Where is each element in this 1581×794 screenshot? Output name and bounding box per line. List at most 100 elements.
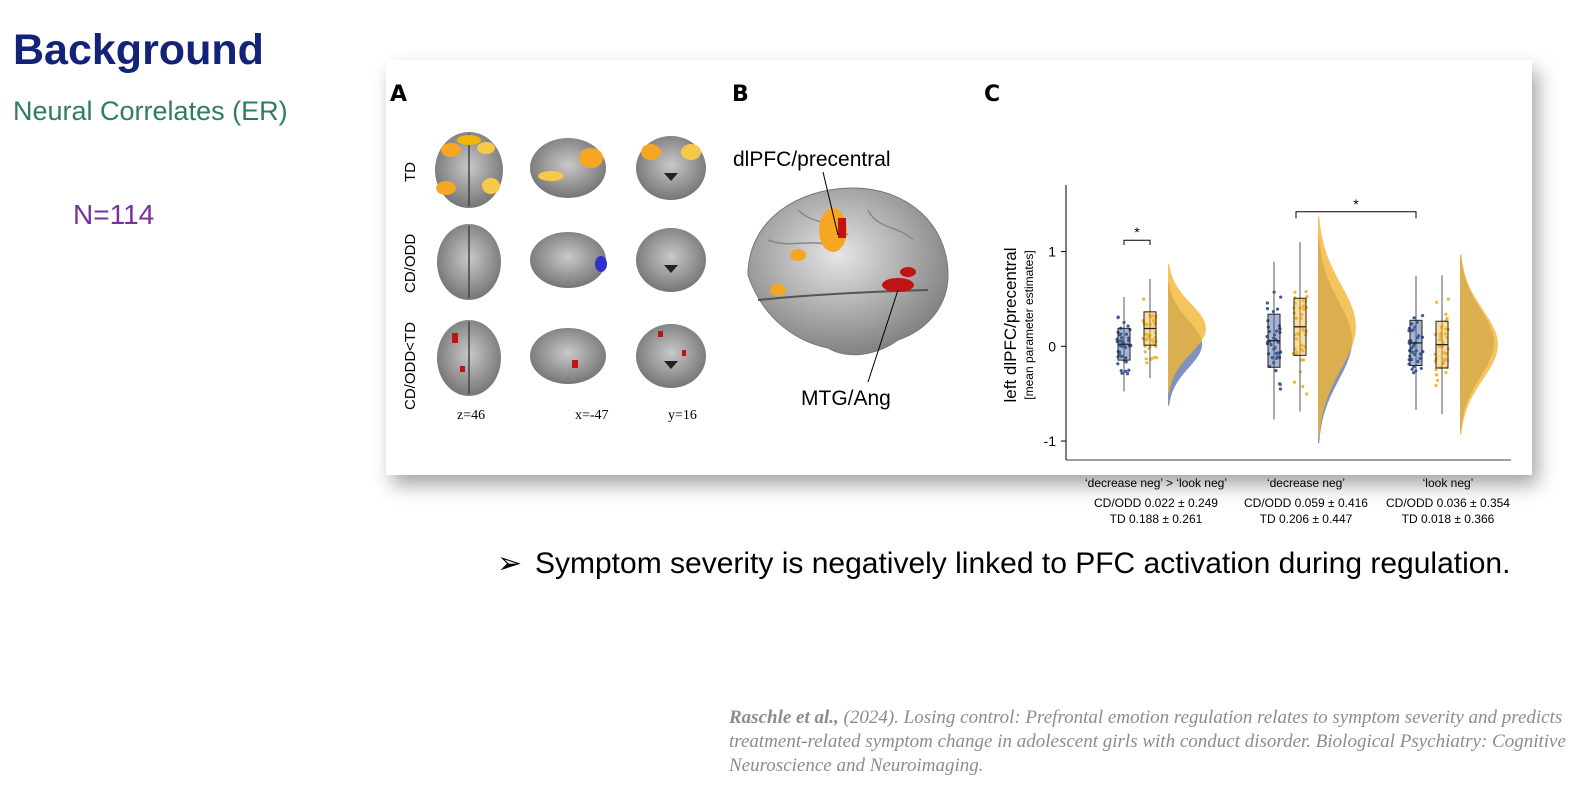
data-point <box>1126 324 1130 328</box>
figure-panel: A B C TD CD/ODD CD/ODD<TD <box>386 60 1532 526</box>
data-point <box>1293 290 1297 294</box>
data-point <box>1127 368 1131 372</box>
data-point <box>1441 361 1446 365</box>
group-stat-cdodd: CD/ODD 0.036 ± 0.354 <box>1386 496 1510 510</box>
density-cloud <box>1318 216 1356 437</box>
y-axis-label: left dlPFC/precentral <box>1001 248 1020 403</box>
data-point <box>1292 380 1297 384</box>
data-point <box>1271 309 1276 314</box>
data-point <box>1434 383 1438 388</box>
data-point <box>1300 358 1304 362</box>
y-axis-sublabel: [mean parameter estimates] <box>1022 250 1036 399</box>
group-stat-cdodd: CD/ODD 0.022 ± 0.249 <box>1094 496 1218 510</box>
data-point <box>1411 371 1416 375</box>
cdodd-axial-slice <box>437 224 501 300</box>
citation-text: (2024). Losing control: Prefrontal emoti… <box>729 707 1566 776</box>
data-point <box>1411 350 1415 354</box>
data-point <box>1416 359 1420 364</box>
sig-star: * <box>1134 224 1140 240</box>
coord-z: z=46 <box>457 408 486 423</box>
data-point <box>1278 382 1282 387</box>
data-point <box>1300 347 1304 351</box>
data-point <box>1438 338 1442 342</box>
data-point <box>1152 355 1157 360</box>
data-point <box>1124 369 1128 373</box>
data-point <box>1302 307 1306 312</box>
data-point <box>1276 351 1280 355</box>
data-point <box>1295 350 1299 354</box>
data-point <box>1144 338 1149 342</box>
data-point <box>1301 384 1305 389</box>
sample-size: N=114 <box>73 199 155 230</box>
key-finding-text: Symptom severity is negatively linked to… <box>535 547 1511 580</box>
data-point <box>1442 350 1446 355</box>
group-label: ‘decrease neg’ > ‘look neg’ <box>1085 476 1227 490</box>
citation-author: Raschle et al., <box>729 707 839 728</box>
data-point <box>1124 356 1128 360</box>
citation: Raschle et al., (2024). Losing control: … <box>729 706 1569 778</box>
row-label-cdodd: CD/ODD <box>402 233 419 293</box>
data-point <box>1278 387 1283 391</box>
density-cloud <box>1168 264 1206 393</box>
data-point <box>1419 366 1423 371</box>
label-dlpfc: dlPFC/precentral <box>733 148 891 171</box>
data-point <box>1275 307 1280 311</box>
data-point <box>1420 314 1425 318</box>
data-point <box>1120 371 1124 375</box>
data-point <box>1275 355 1280 359</box>
data-point <box>1119 332 1123 336</box>
slide-title: Background <box>13 26 264 74</box>
data-point <box>1120 336 1124 340</box>
data-point <box>1270 356 1274 360</box>
coord-x: x=-47 <box>575 408 609 423</box>
sig-bracket <box>1123 239 1151 245</box>
data-point <box>1265 301 1269 305</box>
data-point <box>1301 328 1305 332</box>
data-point <box>1300 343 1304 348</box>
data-point <box>1301 304 1306 309</box>
data-point <box>1412 316 1416 320</box>
data-point <box>1118 339 1122 343</box>
data-point <box>1274 368 1278 373</box>
y-tick-label: 1 <box>1048 244 1056 260</box>
density-cloud <box>1460 254 1498 435</box>
sig-bracket <box>1295 211 1417 219</box>
label-mtg-ang: MTG/Ang <box>801 387 891 410</box>
coord-y: y=16 <box>668 408 697 423</box>
data-point <box>1435 378 1440 383</box>
slide-subtitle: Neural Correlates (ER) <box>13 96 288 126</box>
panel-b-pointers <box>822 171 899 383</box>
td-axial-slice <box>435 132 503 208</box>
data-point <box>1275 329 1279 333</box>
data-point <box>1410 322 1414 326</box>
group-stat-cdodd: CD/ODD 0.059 ± 0.416 <box>1244 496 1368 510</box>
data-point <box>1303 300 1307 304</box>
brain-3d-render <box>747 187 949 356</box>
group-stat-td: TD 0.018 ± 0.366 <box>1402 512 1495 526</box>
data-point <box>1444 327 1448 331</box>
data-point <box>1412 365 1416 369</box>
data-point <box>1446 297 1451 301</box>
y-tick-label: 0 <box>1048 338 1056 354</box>
data-point <box>1124 332 1129 336</box>
sig-star: * <box>1353 196 1359 212</box>
row-label-cdodd-lt-td: CD/ODD<TD <box>402 322 419 410</box>
data-point <box>1300 312 1304 317</box>
panel-letter-b: B <box>732 82 749 107</box>
data-point <box>1445 316 1449 320</box>
group-stat-td: TD 0.188 ± 0.261 <box>1110 512 1203 526</box>
data-point <box>1418 352 1422 356</box>
cdodd-sagittal-slice <box>530 232 607 288</box>
data-point <box>1293 332 1298 337</box>
data-point <box>1125 372 1130 376</box>
panel-letter-c: C <box>984 82 1001 107</box>
cdodd-coronal-slice <box>636 228 706 292</box>
data-point <box>1434 373 1439 377</box>
group-stat-td: TD 0.206 ± 0.447 <box>1260 512 1353 526</box>
data-point <box>1434 367 1438 372</box>
td-sagittal-slice <box>530 138 606 198</box>
data-point <box>1265 307 1270 311</box>
data-point <box>1120 344 1124 348</box>
data-point <box>1412 344 1416 348</box>
data-point <box>1127 336 1131 340</box>
